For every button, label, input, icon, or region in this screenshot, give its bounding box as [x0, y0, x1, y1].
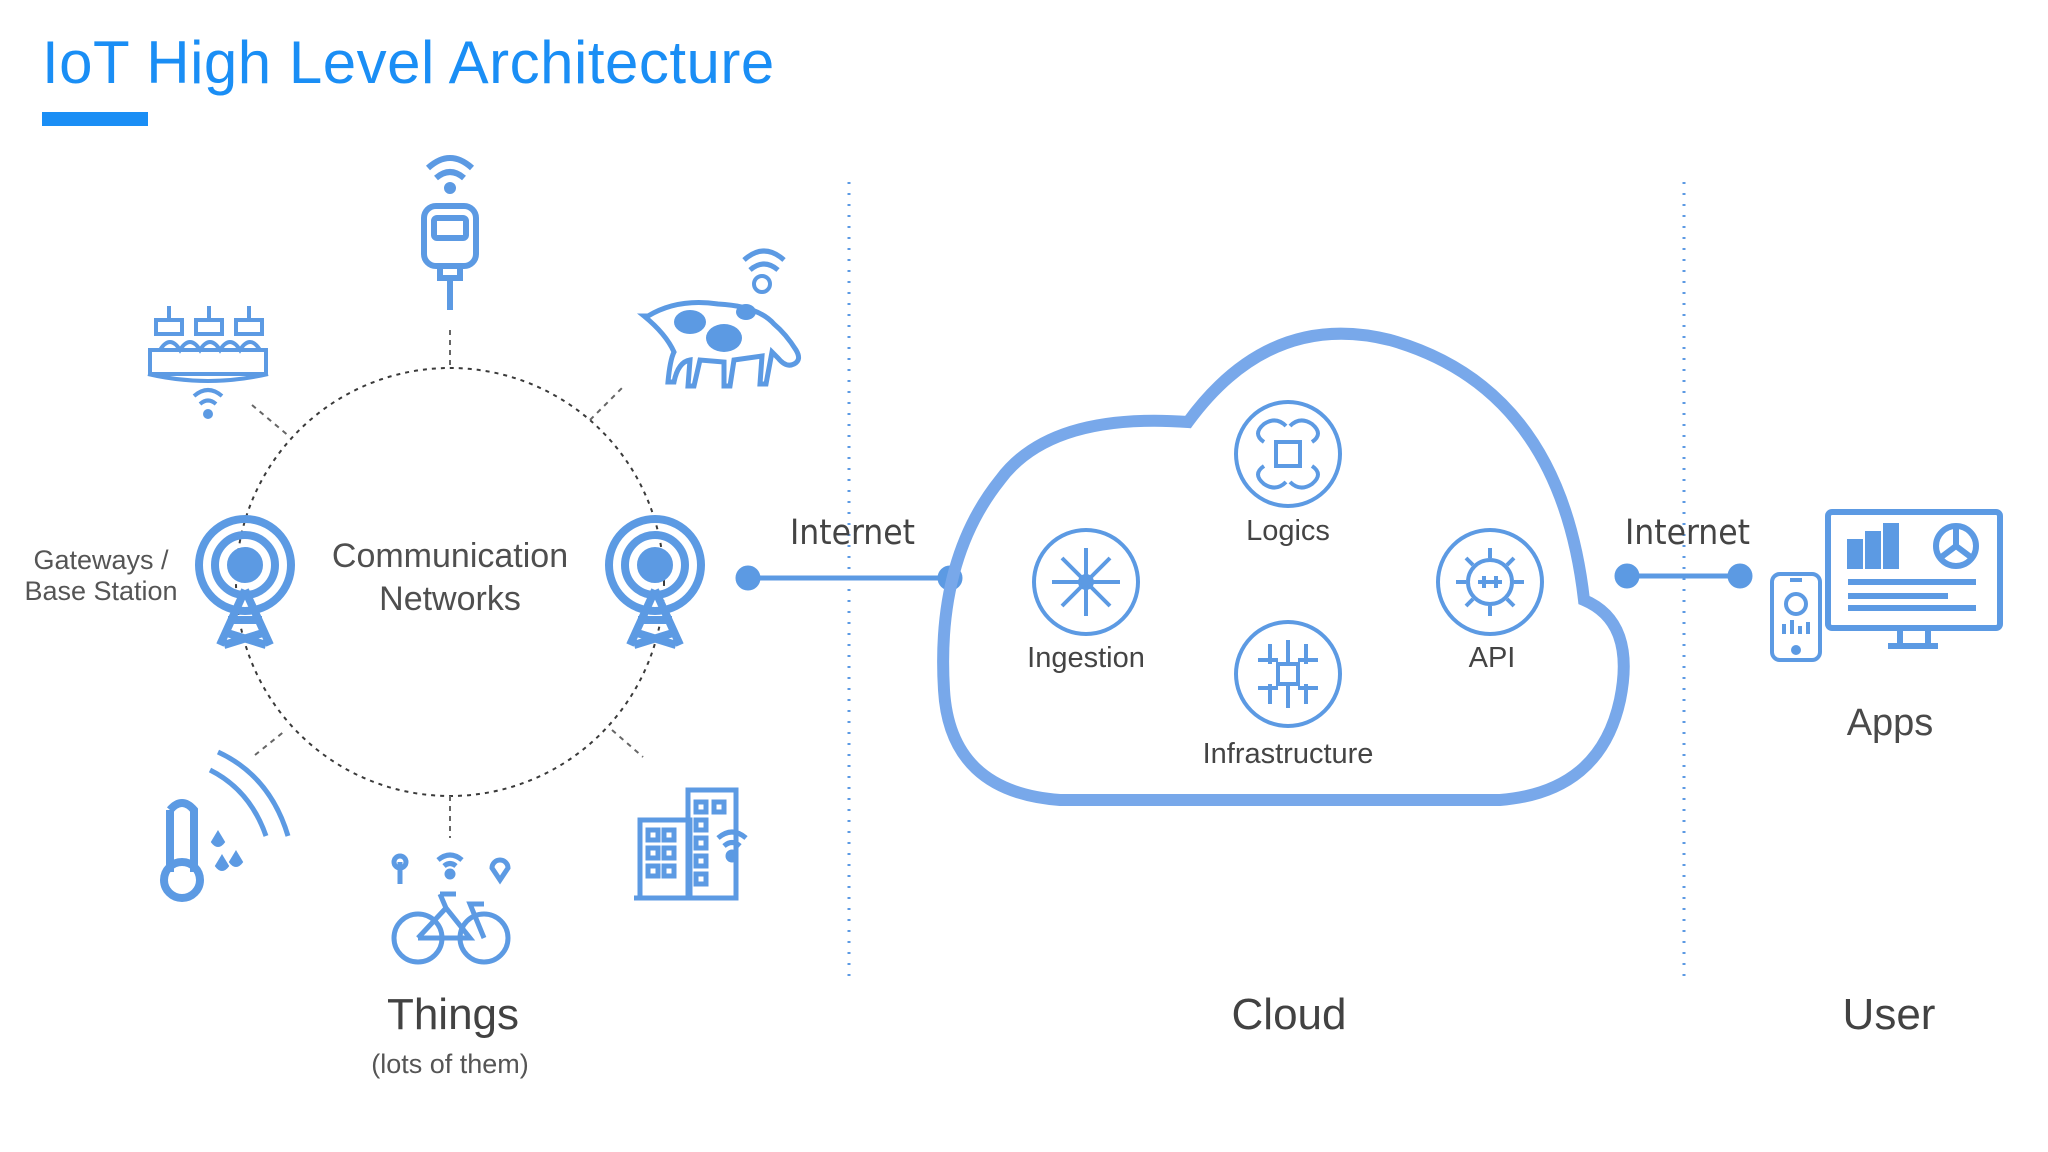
- internet-connector-left: [735, 565, 963, 591]
- desktop-dashboard-icon: [1825, 509, 2003, 649]
- internet-label-left: Internet: [790, 513, 915, 553]
- user-section-label: User: [1842, 990, 1936, 1039]
- cloud-section-label: Cloud: [1231, 990, 1347, 1039]
- page-title: IoT High Level Architecture: [42, 29, 775, 96]
- gateways-label: Gateways / Base Station: [24, 545, 178, 606]
- infrastructure-label: Infrastructure: [1202, 738, 1374, 770]
- things-section-label: Things: [386, 990, 520, 1039]
- smart-cow-icon: [636, 248, 802, 389]
- cell-tower-icon: [195, 515, 295, 649]
- smart-bike-icon: [391, 852, 511, 965]
- internet-connector-right: [1614, 563, 1753, 589]
- title-underline: [42, 112, 148, 126]
- cloud-shape: [937, 327, 1630, 806]
- mobile-phone-icon: [1770, 572, 1822, 662]
- logics-label: Logics: [1246, 515, 1330, 547]
- communication-networks-label: Communication Networks: [331, 537, 569, 618]
- sensor-tracker-icon: [421, 155, 479, 310]
- circuit-board-icon: [1234, 620, 1342, 728]
- cell-tower-icon: [605, 515, 705, 649]
- gear-plug-icon: [1436, 528, 1544, 636]
- ingestion-label: Ingestion: [1027, 642, 1145, 674]
- smart-plant-icon: [147, 306, 269, 419]
- apps-label: Apps: [1846, 702, 1934, 744]
- internet-label-right: Internet: [1625, 513, 1750, 553]
- neural-chip-icon: [1234, 400, 1342, 508]
- things-sublabel: (lots of them): [371, 1049, 529, 1079]
- smart-building-icon: [634, 787, 748, 901]
- data-burst-icon: [1032, 528, 1140, 636]
- api-label: API: [1468, 642, 1516, 674]
- network-spokes: [251, 330, 644, 838]
- weather-sensor-icon: [160, 749, 291, 902]
